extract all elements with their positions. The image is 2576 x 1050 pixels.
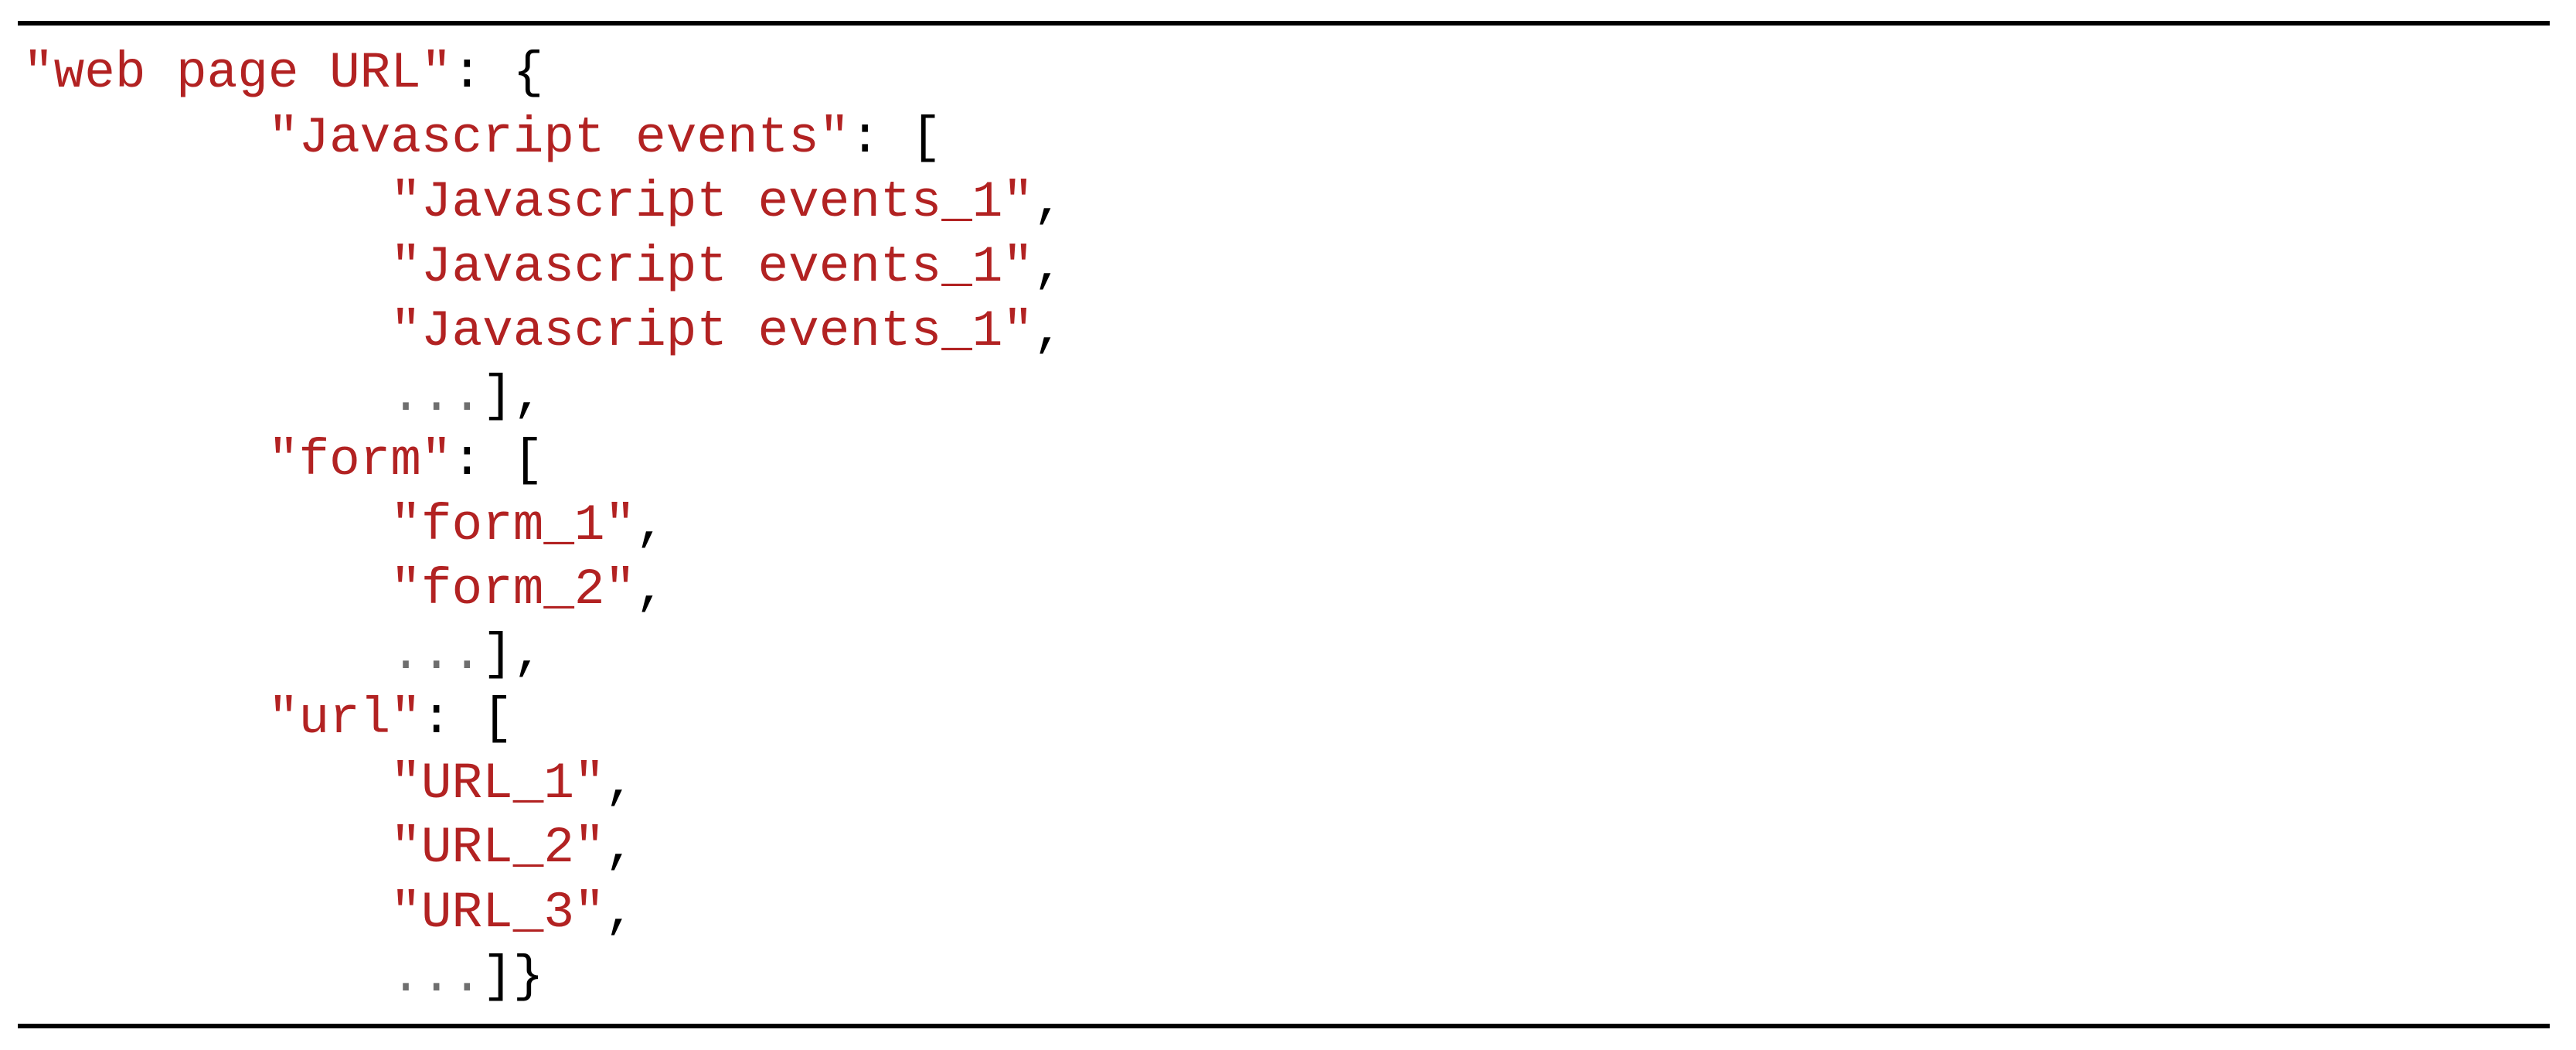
code-token-punct <box>23 690 268 748</box>
code-line: "form_2", <box>23 557 2576 622</box>
code-token-punct <box>23 238 390 296</box>
code-line: "Javascript events": [ <box>23 106 2576 171</box>
code-token-string: "form_1" <box>390 496 636 554</box>
code-token-string: "form_2" <box>390 561 636 619</box>
code-token-punct <box>23 561 390 619</box>
top-rule <box>18 21 2550 26</box>
code-token-punct <box>23 109 268 167</box>
code-token-punct: , <box>604 883 636 942</box>
code-line: ...], <box>23 364 2576 429</box>
code-token-dots: ... <box>390 366 483 425</box>
code-token-punct: ]} <box>482 948 544 1006</box>
json-code-block: "web page URL": { "Javascript events": [… <box>0 41 2576 1010</box>
code-token-string: "Javascript events_1" <box>390 173 1034 231</box>
code-line: ...], <box>23 622 2576 687</box>
code-token-punct <box>23 884 390 942</box>
code-line: "URL_1", <box>23 752 2576 816</box>
code-token-dots: ... <box>390 948 483 1006</box>
code-token-punct <box>23 626 390 684</box>
code-line: "form_1", <box>23 493 2576 558</box>
code-line: ...]} <box>23 945 2576 1010</box>
code-token-punct: , <box>635 561 666 619</box>
code-token-punct: : [ <box>451 431 544 489</box>
code-token-string: "URL_3" <box>390 883 605 942</box>
code-token-punct: : [ <box>420 690 513 748</box>
code-token-string: "URL_2" <box>390 819 605 877</box>
code-token-punct <box>23 819 390 877</box>
code-token-punct <box>23 755 390 813</box>
code-token-punct <box>23 496 390 554</box>
code-token-punct <box>23 302 390 360</box>
code-token-punct: : [ <box>849 108 942 167</box>
code-token-punct: , <box>604 819 636 877</box>
code-token-dots: ... <box>390 625 483 684</box>
code-token-string: "URL_1" <box>390 754 605 813</box>
code-token-punct: , <box>1033 302 1064 360</box>
code-line: "URL_2", <box>23 816 2576 881</box>
code-token-punct <box>23 173 390 231</box>
code-token-string: "Javascript events" <box>267 108 850 167</box>
bottom-rule <box>18 1023 2550 1028</box>
code-token-string: "form" <box>267 431 452 489</box>
code-line: "form": [ <box>23 428 2576 493</box>
code-token-string: "Javascript events_1" <box>390 302 1034 360</box>
code-token-punct <box>23 948 390 1006</box>
code-token-punct: : { <box>451 44 544 102</box>
code-line: "Javascript events_1", <box>23 299 2576 364</box>
code-line: "url": [ <box>23 687 2576 752</box>
code-token-punct: , <box>1033 173 1064 231</box>
code-token-punct <box>23 431 268 489</box>
code-token-punct: ], <box>482 366 544 425</box>
code-token-punct: , <box>635 496 666 554</box>
code-token-string: "Javascript events_1" <box>390 237 1034 296</box>
code-line: "URL_3", <box>23 881 2576 946</box>
code-token-punct <box>23 367 390 425</box>
code-token-punct: , <box>1033 237 1064 296</box>
code-line: "Javascript events_1", <box>23 170 2576 235</box>
code-token-string: "web page URL" <box>23 44 452 102</box>
code-line: "web page URL": { <box>23 41 2576 106</box>
code-line: "Javascript events_1", <box>23 235 2576 300</box>
code-token-punct: , <box>604 754 636 813</box>
code-token-punct: ], <box>482 625 544 684</box>
code-token-string: "url" <box>267 690 421 748</box>
